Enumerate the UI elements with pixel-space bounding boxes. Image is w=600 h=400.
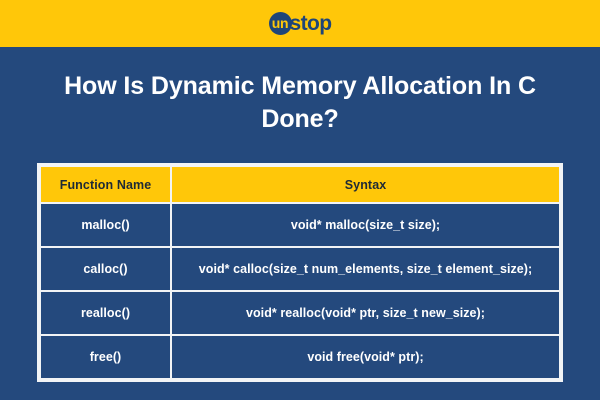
unstop-logo-circle-icon: un <box>268 12 292 35</box>
unstop-logo[interactable]: un stop <box>268 11 333 36</box>
cell-syntax: void free(void* ptr); <box>170 334 561 380</box>
page-title: How Is Dynamic Memory Allocation In C Do… <box>64 72 536 133</box>
function-table: Function Name Syntax malloc() void* mall… <box>39 165 561 380</box>
table-body: malloc() void* malloc(size_t size); call… <box>39 202 561 380</box>
cell-syntax: void* calloc(size_t num_elements, size_t… <box>170 246 561 292</box>
cell-syntax: void* realloc(void* ptr, size_t new_size… <box>170 290 561 336</box>
cell-function-name: free() <box>39 334 172 380</box>
table-header-row: Function Name Syntax <box>39 165 561 204</box>
table-row: malloc() void* malloc(size_t size); <box>39 202 561 248</box>
table-row: realloc() void* realloc(void* ptr, size_… <box>39 290 561 336</box>
cell-function-name: malloc() <box>39 202 172 248</box>
table-header: Function Name Syntax <box>39 165 561 204</box>
column-header-function-name: Function Name <box>39 165 172 204</box>
unstop-logo-wordmark: stop <box>289 11 333 35</box>
table-row: calloc() void* calloc(size_t num_element… <box>39 246 561 292</box>
table-row: free() void free(void* ptr); <box>39 334 561 380</box>
cell-function-name: realloc() <box>39 290 172 336</box>
cell-function-name: calloc() <box>39 246 172 292</box>
column-header-syntax: Syntax <box>170 165 561 204</box>
cell-syntax: void* malloc(size_t size); <box>170 202 561 248</box>
brand-bar: un stop <box>0 0 600 47</box>
function-table-container: Function Name Syntax malloc() void* mall… <box>37 163 563 382</box>
